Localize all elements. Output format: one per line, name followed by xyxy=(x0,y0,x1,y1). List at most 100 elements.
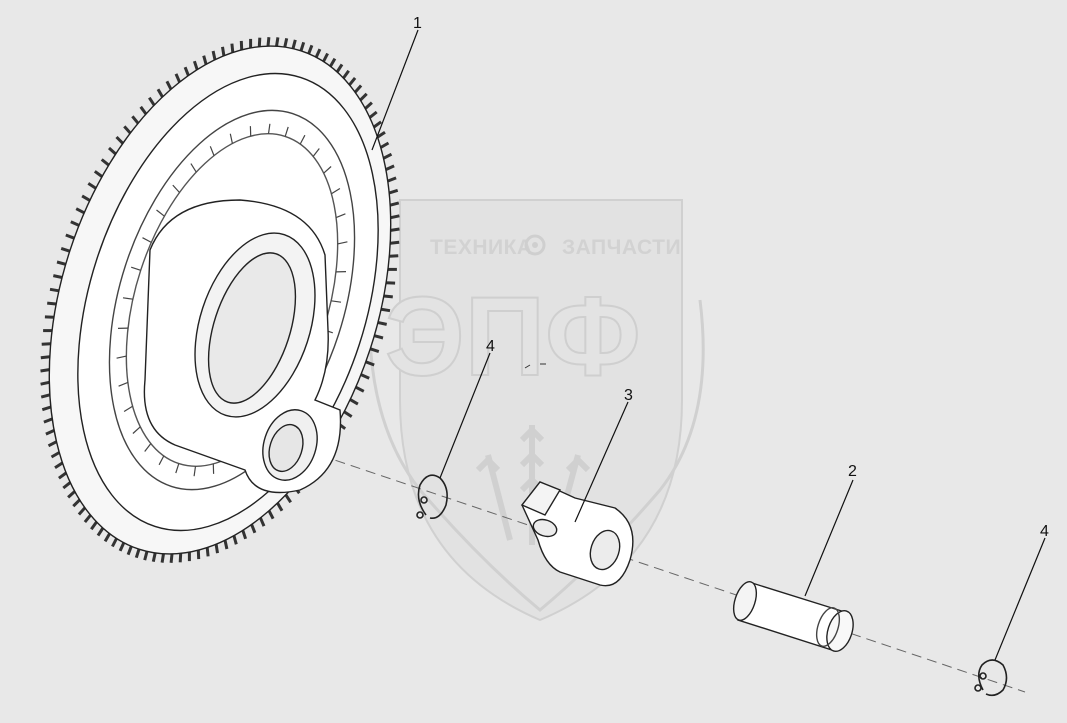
gear-slot xyxy=(131,266,141,271)
bracket-tab xyxy=(520,481,562,516)
gear-tooth xyxy=(232,535,238,545)
gear-tooth xyxy=(390,214,400,220)
gear-tooth xyxy=(103,532,111,543)
gear-tooth xyxy=(52,274,63,279)
gear-tooth xyxy=(387,176,397,183)
callout-4-left: 4 xyxy=(486,338,495,355)
gear-tooth xyxy=(81,194,91,202)
gear-tooth xyxy=(307,44,314,55)
gear-tooth xyxy=(259,517,266,527)
gear-tooth xyxy=(58,471,68,480)
pin-groove xyxy=(815,607,841,647)
gear-tooth xyxy=(368,110,378,119)
gear-tooth xyxy=(373,334,384,340)
gear-slot xyxy=(190,163,197,173)
gear-tooth xyxy=(56,260,67,266)
gear-tooth xyxy=(266,37,271,47)
gear-slot xyxy=(193,466,197,477)
gear-tooth xyxy=(257,37,262,47)
gear-slot xyxy=(267,123,271,134)
gear-tooth xyxy=(241,529,248,540)
bracket-hole xyxy=(589,529,621,571)
gear-tooth xyxy=(115,135,124,145)
leader-lines xyxy=(371,29,1046,661)
leader-line-4a xyxy=(439,352,491,479)
gear-tooth xyxy=(143,551,149,561)
gear-tooth xyxy=(342,69,350,79)
gear-tooth xyxy=(49,287,60,293)
gear-tooth xyxy=(329,57,337,68)
gear-slot xyxy=(142,237,152,243)
gear-tooth xyxy=(47,301,57,306)
gear-tooth xyxy=(322,52,329,63)
gear-tooth xyxy=(118,542,126,552)
gear-tooth xyxy=(379,141,390,149)
gear-tooth xyxy=(202,55,208,65)
gear-slot xyxy=(132,426,141,434)
gear-tooth xyxy=(355,385,365,393)
gear-slot xyxy=(312,148,320,157)
gear-slot xyxy=(337,241,348,245)
gear-tooth xyxy=(364,101,373,110)
gear-tooth xyxy=(284,493,292,504)
gear-tooth xyxy=(54,461,64,470)
bracket-part xyxy=(520,481,634,587)
gear-tooth xyxy=(75,207,85,215)
gear-tooth xyxy=(45,429,55,436)
gear-tooth xyxy=(211,50,217,61)
gear-tooth xyxy=(40,393,51,399)
watermark-logo: ЭПФ xyxy=(385,274,641,399)
assembly-axis-line xyxy=(289,444,1026,693)
gear-tooth xyxy=(178,553,183,563)
gear-tooth xyxy=(87,182,97,190)
gear-tooth xyxy=(223,539,229,550)
gear-tooth xyxy=(250,523,257,534)
gear-slot xyxy=(323,166,332,174)
gear-tooth xyxy=(230,43,235,53)
gear-tooth xyxy=(314,48,322,58)
gear-slot xyxy=(122,297,133,300)
gear-tooth xyxy=(183,66,190,77)
gear-tooth xyxy=(205,547,210,557)
gear-slot xyxy=(158,455,165,466)
gear-slot xyxy=(172,184,180,193)
gear-tooth xyxy=(221,46,226,57)
gear-tooth xyxy=(385,164,395,171)
gear-tooth xyxy=(369,347,380,354)
gear-tooth xyxy=(50,451,61,459)
gear-tooth xyxy=(359,92,368,102)
gear-tooth xyxy=(169,553,174,563)
gear-tooth xyxy=(360,373,370,380)
ring-gear-part xyxy=(40,37,400,563)
gear-tooth xyxy=(65,233,75,240)
leader-line-3 xyxy=(574,401,629,523)
gear-tooth xyxy=(165,80,173,90)
gear-tooth xyxy=(377,321,388,326)
gear-tooth xyxy=(126,545,133,556)
gear-tooth xyxy=(40,355,50,360)
gear-tooth xyxy=(93,170,103,178)
gear-tooth xyxy=(134,548,141,559)
gear-tooth xyxy=(160,553,165,563)
callout-4-right: 4 xyxy=(1040,523,1049,540)
gear-tooth xyxy=(70,220,80,227)
gear-tooth xyxy=(67,490,76,499)
gear-tooth xyxy=(62,481,72,490)
pin-part xyxy=(732,581,854,653)
gear-tooth xyxy=(376,130,386,139)
gear-tooth xyxy=(156,88,164,98)
watermark-text-right: ЗАПЧАСТИ xyxy=(562,236,681,259)
gear-tooth xyxy=(111,537,118,548)
gear-tooth xyxy=(343,410,353,418)
gear-slot xyxy=(284,126,289,137)
gear-slot xyxy=(299,134,306,145)
gear-tooth xyxy=(389,201,400,207)
gear-tooth xyxy=(174,73,181,83)
gear-tooth xyxy=(41,405,52,412)
gear-tooth xyxy=(60,246,71,253)
gear-slot xyxy=(209,146,215,156)
watermark-shield-lower xyxy=(368,299,705,612)
gear-tooth xyxy=(214,543,219,554)
